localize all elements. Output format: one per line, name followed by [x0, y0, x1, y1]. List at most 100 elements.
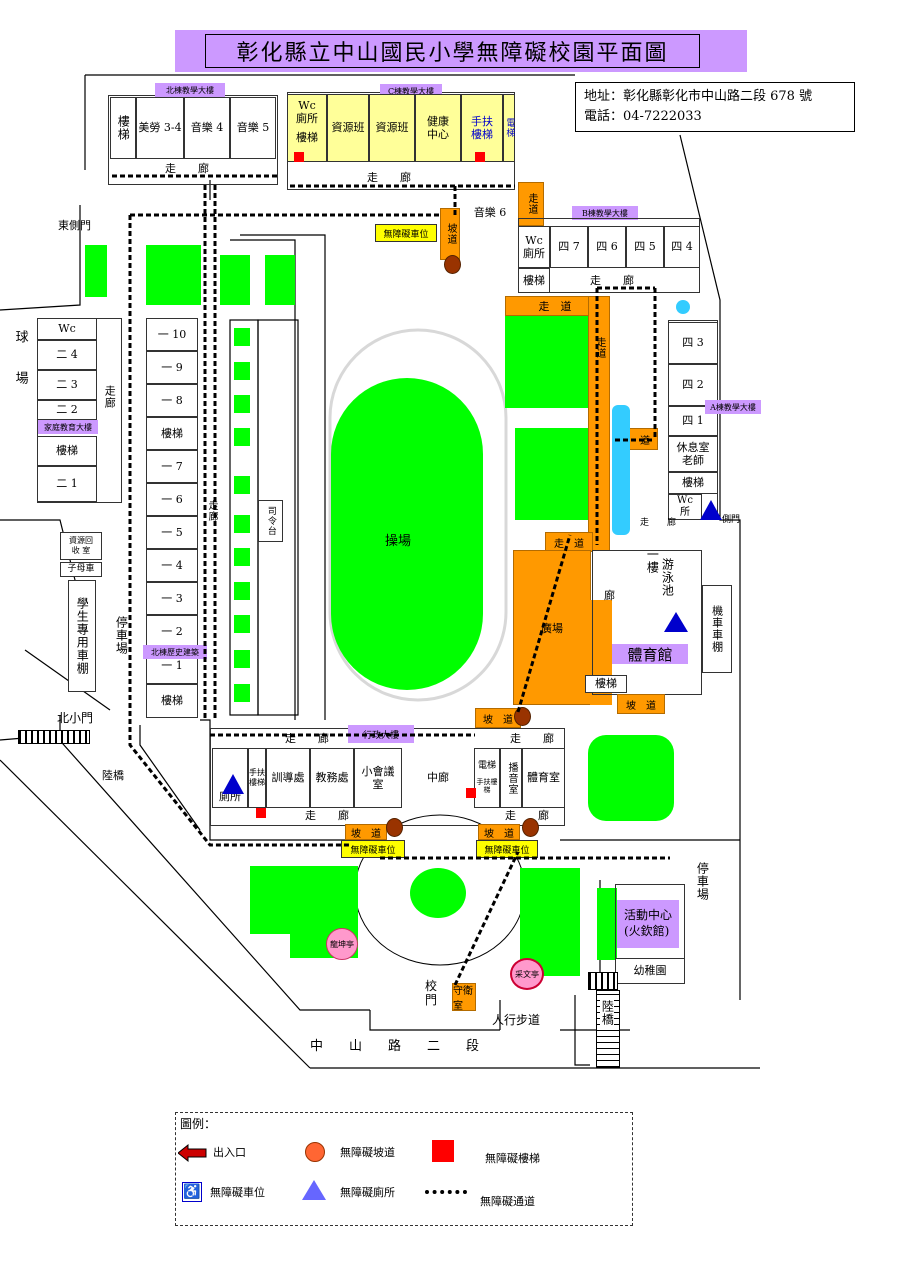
- pavilion-left: 龍坤亭: [326, 928, 358, 960]
- room-mid-corridor: 中廊: [402, 748, 474, 808]
- route-gate: [453, 851, 520, 986]
- toilet-triangle-gym: [664, 612, 688, 632]
- legend-label-ramp: 無障礙坡道: [340, 1146, 395, 1159]
- plaza-area: 廣場: [513, 550, 591, 705]
- ball-field-label: 球場: [12, 330, 28, 412]
- b-corridor-label: 走 廊: [590, 274, 634, 287]
- room-training: 訓導處: [266, 748, 310, 808]
- school-gate-label: 校門: [425, 979, 438, 1007]
- admin-corridor-bottom: 走 廊: [305, 809, 349, 822]
- page-title: 彰化縣立中山國民小學無障礙校園平面圖: [236, 41, 669, 66]
- footbridge-right-label: 陸橋: [600, 1000, 615, 1030]
- water-dot: [676, 300, 690, 314]
- room-4-5: 四 5: [626, 226, 664, 268]
- room-4-7: 四 7: [550, 226, 588, 268]
- legend-title: 圖例：: [180, 1117, 217, 1131]
- room-1-8: 一 8: [146, 384, 198, 417]
- room-toilet-admin: 廁所: [212, 748, 248, 808]
- ramp-marker-admin-right: [522, 818, 539, 837]
- green-right-square: [588, 735, 674, 821]
- green-top-left: [146, 245, 201, 305]
- walkway-orange-b: 走 道: [505, 296, 605, 316]
- ramp-marker-c: [444, 255, 461, 274]
- parking-right-label: 停車場: [695, 862, 710, 901]
- green-sq-3: [234, 395, 250, 413]
- admin-corridor-bottom-right: 走 廊: [505, 809, 549, 822]
- home-corridor: 走廊: [103, 385, 117, 409]
- blue-triangle-icon: [302, 1180, 326, 1200]
- room-1-5: 一 5: [146, 516, 198, 549]
- green-south-circle: [410, 868, 466, 918]
- room-resource-2: 資源班: [369, 94, 415, 162]
- phone-text: 電話：04-7222033: [584, 108, 702, 124]
- room-meeting: 小會議 室: [354, 748, 402, 808]
- dotted-line-icon: [425, 1190, 467, 1194]
- toilet-triangle-admin: [222, 774, 244, 794]
- room-2-4: 二 4: [37, 340, 97, 370]
- north-gate-bars: [18, 730, 90, 744]
- green-east-gate: [85, 245, 107, 297]
- accessible-parking-label-top: 無障礙車位: [375, 224, 437, 242]
- legend-box: [175, 1112, 633, 1226]
- room-stairs-g1b: 樓梯: [146, 684, 198, 718]
- green-sq-10: [234, 650, 250, 668]
- room-wc-c: Wc 廁所樓梯: [287, 94, 327, 162]
- accessible-parking-label-right: 無障礙車位: [476, 840, 538, 858]
- toilet-triangle-a: [700, 500, 722, 520]
- room-health: 健康 中心: [415, 94, 461, 162]
- room-moto-shed: 機車車棚: [702, 585, 732, 673]
- room-4-2: 四 2: [668, 364, 718, 406]
- green-top-mid2: [265, 255, 295, 305]
- green-b-2: [515, 428, 588, 520]
- wheelchair-icon: ♿: [182, 1182, 202, 1202]
- gym-corridor: 廊: [604, 589, 615, 602]
- room-rest: 休息室 老師: [668, 436, 718, 472]
- room-music4: 音樂 4: [184, 97, 230, 159]
- footbridge-right-stair: [588, 972, 618, 990]
- north-teaching-label: 北棟教學大樓: [155, 83, 225, 97]
- red-stairs-marker-c1: [294, 152, 304, 162]
- route-plaza: [516, 534, 572, 713]
- green-sq-2: [234, 362, 250, 380]
- a-side-door-label: 側門: [722, 515, 741, 525]
- room-1-7: 一 7: [146, 450, 198, 483]
- room-wc-b: Wc 廁所: [518, 226, 550, 268]
- red-square-icon: [432, 1140, 454, 1162]
- address-text: 地址：彰化縣彰化市中山路二段 678 號: [584, 89, 813, 104]
- playground-field: [331, 378, 483, 690]
- room-stairs-g1a: 樓梯: [146, 417, 198, 450]
- room-elev-admin: 電梯手扶樓梯: [474, 748, 500, 808]
- room-stairs-home: 樓梯: [37, 436, 97, 466]
- road-label: 中 山 路 二 段: [310, 1039, 480, 1054]
- sidewalk-label: 人行步道: [492, 1013, 541, 1027]
- room-handrail-c: 手扶 樓梯: [461, 94, 503, 162]
- room-wc-a: Wc 所: [668, 494, 702, 520]
- pavilion-right: 采文亭: [510, 958, 544, 990]
- room-art: 美勞 3-4: [136, 97, 184, 159]
- room-1-6: 一 6: [146, 483, 198, 516]
- parking-left-label: 停車場: [114, 616, 129, 655]
- a-corridor-label: 走 廊: [640, 518, 677, 528]
- home-ed-label: 家庭教育大樓: [38, 420, 98, 434]
- room-stairs-b: 樓梯: [518, 268, 550, 293]
- guard-room: 守衛室: [452, 983, 476, 1012]
- room-2-2: 二 2: [37, 400, 97, 420]
- a-teaching-label: A棟教學大樓: [705, 400, 761, 414]
- room-4-3: 四 3: [668, 322, 718, 364]
- room-student-shed: 學生專用車棚: [68, 580, 96, 692]
- address-box: 地址：彰化縣彰化市中山路二段 678 號 電話：04-7222033: [575, 82, 855, 132]
- ramp-orange-admin-right: 坡 道: [478, 824, 520, 840]
- room-elevator-c: 電梯: [503, 94, 515, 162]
- green-sq-11: [234, 684, 250, 702]
- east-gate-label: 東側門: [58, 219, 91, 232]
- title-box: 彰化縣立中山國民小學無障礙校園平面圖: [205, 34, 700, 68]
- legend-label-entrance: 出入口: [213, 1146, 246, 1159]
- north-corridor-label: 走 廊: [165, 162, 209, 175]
- c-corridor-label: 走 廊: [367, 171, 411, 184]
- gym-pool: 游泳池: [660, 558, 675, 597]
- podium: 司令台: [258, 500, 283, 542]
- room-kindergarten: 幼稚園: [615, 958, 685, 984]
- green-top-mid1: [220, 255, 250, 305]
- green-sq-7: [234, 548, 250, 566]
- room-wc-home: Wc: [37, 318, 97, 340]
